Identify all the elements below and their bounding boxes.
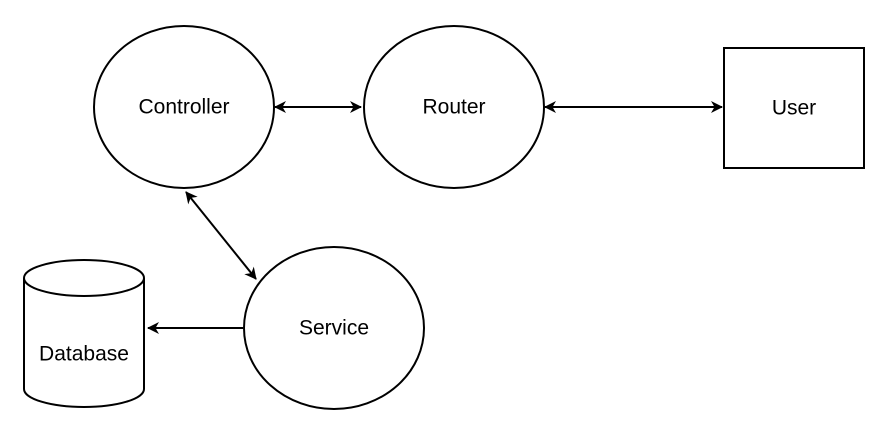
node-router[interactable]: Router (363, 25, 545, 189)
node-database-label: Database (39, 343, 129, 366)
node-database[interactable]: Database (23, 259, 145, 408)
node-service-label: Service (299, 317, 369, 340)
node-user-label: User (772, 97, 816, 120)
node-service[interactable]: Service (243, 246, 425, 410)
node-router-label: Router (422, 96, 485, 119)
database-cylinder-top (23, 259, 145, 297)
node-controller-label: Controller (138, 96, 229, 119)
database-cylinder-body (23, 278, 145, 408)
node-user[interactable]: User (723, 47, 865, 169)
node-controller[interactable]: Controller (93, 25, 275, 189)
edge-controller-service[interactable] (185, 191, 257, 280)
